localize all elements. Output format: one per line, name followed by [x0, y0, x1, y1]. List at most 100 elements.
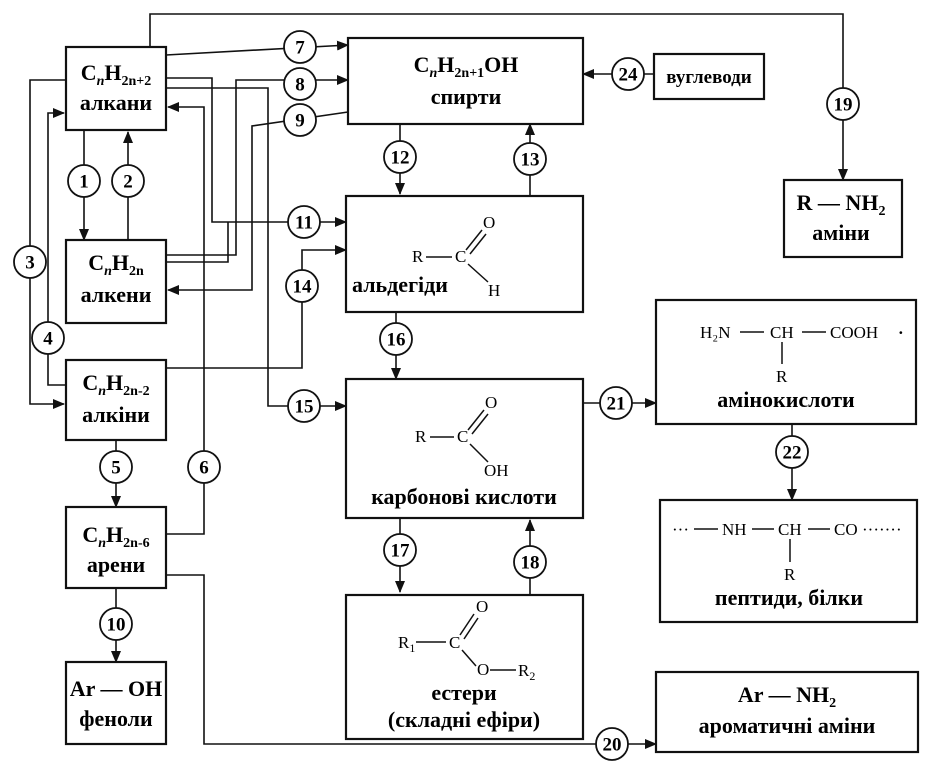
aldehyde-c: C — [455, 247, 466, 266]
box-carboxylic-acids: R C O OH карбонові кислоти — [344, 377, 585, 520]
aa-r: R — [776, 367, 788, 386]
reaction-circle-15 — [287, 389, 321, 423]
alkanes-label: алкани — [80, 90, 153, 115]
reaction-circle-24 — [611, 57, 645, 91]
box-alkenes: CnH2n алкени — [64, 238, 168, 325]
reaction-circle-6 — [187, 450, 221, 484]
svg-text:CnH2n+2: CnH2n+2 — [81, 60, 152, 89]
svg-text:CnH2n-2: CnH2n-2 — [82, 370, 149, 399]
ester-c: C — [449, 633, 460, 652]
reaction-marker-20: 20 — [595, 727, 629, 761]
phenols-formula: Ar — OH — [70, 676, 162, 701]
reaction-marker-5: 5 — [99, 450, 133, 484]
reaction-marker-1: 1 — [67, 164, 101, 198]
alcohols-formula-c: C — [414, 52, 430, 77]
amino-acids-label: амінокислоти — [717, 387, 855, 412]
box-aldehydes: R C O H альдегіди — [344, 194, 585, 314]
pep-right-dots: ······· — [862, 520, 902, 539]
phenols-label: феноли — [79, 706, 153, 731]
arrow-11 — [166, 77, 347, 227]
reaction-marker-4: 4 — [31, 321, 65, 355]
reaction-circle-8 — [283, 67, 317, 101]
reaction-number-22: 22 — [783, 443, 802, 464]
pep-r: R — [784, 565, 796, 584]
reaction-number-18: 18 — [521, 553, 540, 574]
aromatic-amines-formula: Ar — NH — [738, 682, 829, 707]
pep-ch: CH — [778, 520, 802, 539]
arrow-11b — [166, 222, 229, 263]
ester-o-side: O — [477, 660, 489, 679]
reaction-circle-7 — [283, 30, 317, 64]
reaction-number-3: 3 — [25, 253, 35, 274]
reaction-marker-8: 8 — [283, 67, 317, 101]
reaction-circle-1 — [67, 164, 101, 198]
reaction-number-9: 9 — [295, 111, 305, 132]
alkynes-label: алкіни — [82, 402, 150, 427]
arrow-3 — [29, 79, 66, 409]
peptides-label: пептиди, білки — [715, 585, 864, 610]
reaction-number-11: 11 — [295, 213, 313, 234]
reaction-marker-14: 14 — [285, 269, 319, 303]
alkynes-formula-c: C — [82, 370, 98, 395]
reaction-number-13: 13 — [521, 150, 540, 171]
svg-text:R2: R2 — [518, 661, 535, 683]
reaction-circle-20 — [595, 727, 629, 761]
reaction-number-20: 20 — [603, 735, 622, 756]
reaction-number-10: 10 — [107, 615, 126, 636]
reaction-circle-4 — [31, 321, 65, 355]
aldehyde-r: R — [412, 247, 424, 266]
acid-c: C — [457, 427, 468, 446]
arrow-4 — [47, 108, 66, 386]
esters-label: естери — [431, 680, 497, 705]
aldehyde-o: O — [483, 213, 495, 232]
reaction-number-19: 19 — [834, 95, 853, 116]
reaction-marker-24: 24 — [611, 57, 645, 91]
reaction-number-5: 5 — [111, 458, 121, 479]
box-carbohydrates: вуглеводи — [652, 52, 766, 101]
reaction-number-7: 7 — [295, 38, 305, 59]
aromatic-amines-label: ароматичні аміни — [699, 713, 876, 738]
box-alkanes: CnH2n+2 алкани — [64, 45, 168, 132]
reaction-circle-10 — [99, 607, 133, 641]
arenes-label: арени — [87, 552, 146, 577]
esters-label-2: (складні ефіри) — [388, 707, 540, 732]
aldehydes-label: альдегіди — [352, 272, 448, 297]
reaction-marker-17: 17 — [383, 533, 417, 567]
reaction-marker-3: 3 — [13, 245, 47, 279]
box-amines: R — NH2 аміни — [782, 178, 904, 259]
reaction-number-24: 24 — [619, 65, 639, 86]
reaction-circle-5 — [99, 450, 133, 484]
reaction-number-12: 12 — [391, 148, 410, 169]
reaction-circle-2 — [111, 164, 145, 198]
aa-dot: · — [898, 323, 904, 342]
reaction-marker-12: 12 — [383, 140, 417, 174]
reaction-number-21: 21 — [607, 394, 626, 415]
aldehyde-h: H — [488, 281, 500, 300]
acid-o: O — [485, 393, 497, 412]
reaction-marker-10: 10 — [99, 607, 133, 641]
reaction-number-8: 8 — [295, 75, 305, 96]
reaction-circle-22 — [775, 435, 809, 469]
ester-o-top: O — [476, 597, 488, 616]
arrow-20 — [166, 574, 657, 749]
alkanes-formula-c: C — [81, 60, 97, 85]
reaction-circle-21 — [599, 386, 633, 420]
arrow-9 — [167, 111, 349, 295]
carbohydrates-label: вуглеводи — [666, 67, 752, 88]
reaction-marker-18: 18 — [513, 545, 547, 579]
reaction-circle-17 — [383, 533, 417, 567]
ester-r2: R — [518, 661, 530, 680]
acid-r: R — [415, 427, 427, 446]
reaction-circle-19 — [826, 87, 860, 121]
reaction-number-6: 6 — [199, 458, 209, 479]
reaction-circle-14 — [285, 269, 319, 303]
box-alcohols: CnH2n+1OH спирти — [346, 36, 585, 126]
reaction-number-2: 2 — [123, 172, 133, 193]
aa-ch: CH — [770, 323, 794, 342]
arenes-formula-c: C — [82, 522, 98, 547]
box-phenols: Ar — OH феноли — [64, 660, 168, 746]
reaction-circle-12 — [383, 140, 417, 174]
pep-co: CO — [834, 520, 858, 539]
